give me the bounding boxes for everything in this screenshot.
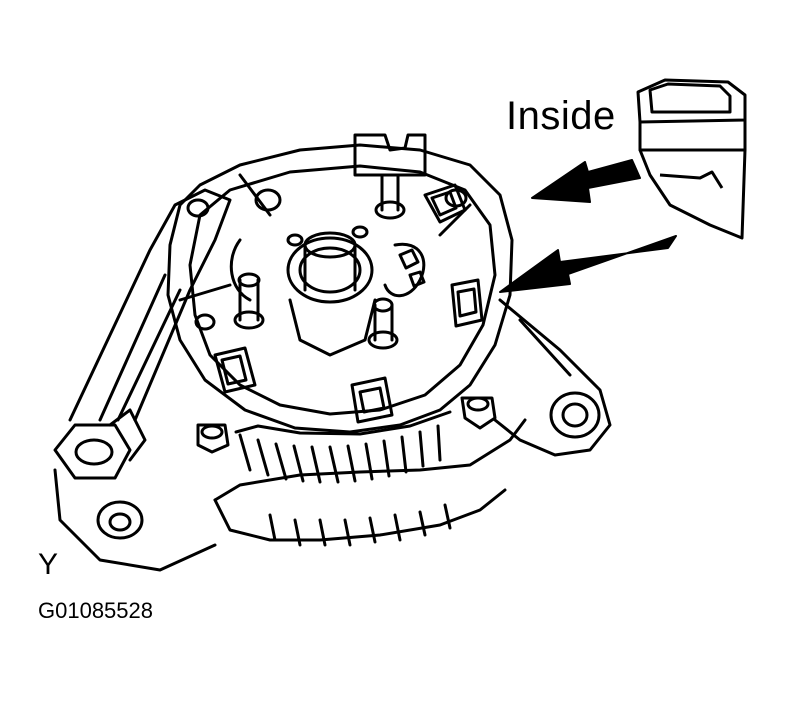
- front-housing: [213, 418, 527, 547]
- internal-studs: [233, 225, 399, 350]
- insulator-right: [450, 278, 484, 328]
- view-letter: Y: [38, 548, 59, 581]
- insulator-top-right: [423, 183, 467, 224]
- brush-holder: [229, 238, 426, 302]
- figure-code: G01085528: [38, 598, 153, 623]
- insulator-bottom: [350, 376, 394, 424]
- pointer-arrow-icon: [499, 159, 677, 293]
- vent-slots: [234, 410, 452, 484]
- insulator-left: [213, 346, 257, 394]
- rotor-shaft: [286, 231, 377, 357]
- bolts: [186, 188, 497, 454]
- rear-housing: [166, 143, 514, 434]
- mounting-lug-right: [493, 298, 612, 457]
- insulator-enlarged: [636, 78, 747, 240]
- mounting-arm: [53, 188, 232, 572]
- inside-callout-label: Inside: [506, 94, 616, 138]
- terminal-post: [353, 133, 427, 220]
